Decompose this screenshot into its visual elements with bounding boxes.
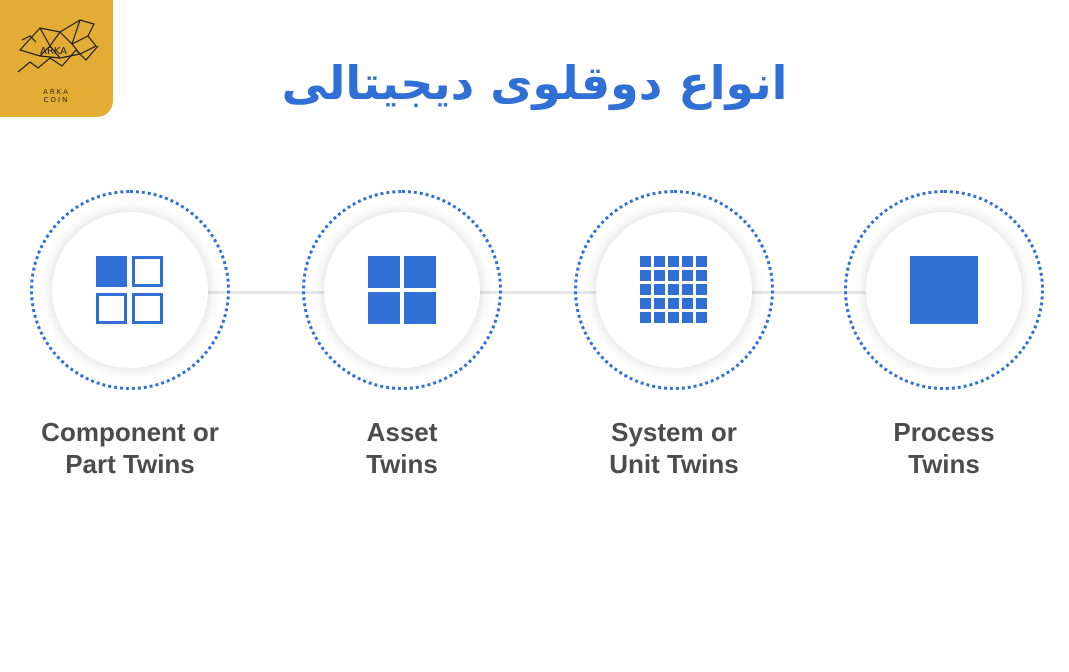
twin-type-component: Component or Part Twins [25, 190, 235, 479]
twin-type-label: Component or Part Twins [0, 416, 275, 480]
label-line-1: Component or [41, 417, 219, 447]
icon-disc [866, 212, 1022, 368]
logo-subtext: ARKA COIN [43, 88, 70, 104]
twin-type-label: Process Twins [799, 416, 1069, 480]
label-line-2: Part Twins [65, 449, 195, 479]
solid-square-icon [910, 256, 978, 324]
logo-wordmark: ARKA [40, 46, 67, 57]
twin-type-process: Process Twins [839, 190, 1049, 479]
icon-disc [52, 212, 208, 368]
twin-type-label: System or Unit Twins [529, 416, 819, 480]
arka-coin-logo: ARKA ARKA COIN [0, 0, 113, 117]
four-square-grid-icon [368, 256, 436, 324]
dense-grid-icon [640, 256, 707, 323]
label-line-1: Asset [366, 417, 438, 447]
label-line-2: Unit Twins [609, 449, 739, 479]
connector-line [130, 291, 945, 294]
dotted-ring [302, 190, 502, 390]
label-line-1: Process [893, 417, 995, 447]
icon-disc [324, 212, 480, 368]
dotted-ring [574, 190, 774, 390]
label-line-2: Twins [366, 449, 438, 479]
twin-type-asset: Asset Twins [297, 190, 507, 479]
split-grid-icon [96, 256, 163, 324]
icon-disc [596, 212, 752, 368]
page-title: انواع دوقلوی دیجیتالی [281, 56, 788, 110]
twin-type-system: System or Unit Twins [569, 190, 779, 479]
dotted-ring [844, 190, 1044, 390]
twin-type-label: Asset Twins [257, 416, 547, 480]
label-line-1: System or [611, 417, 737, 447]
bull-logo-icon: ARKA [17, 19, 99, 73]
dotted-ring [30, 190, 230, 390]
label-line-2: Twins [908, 449, 980, 479]
